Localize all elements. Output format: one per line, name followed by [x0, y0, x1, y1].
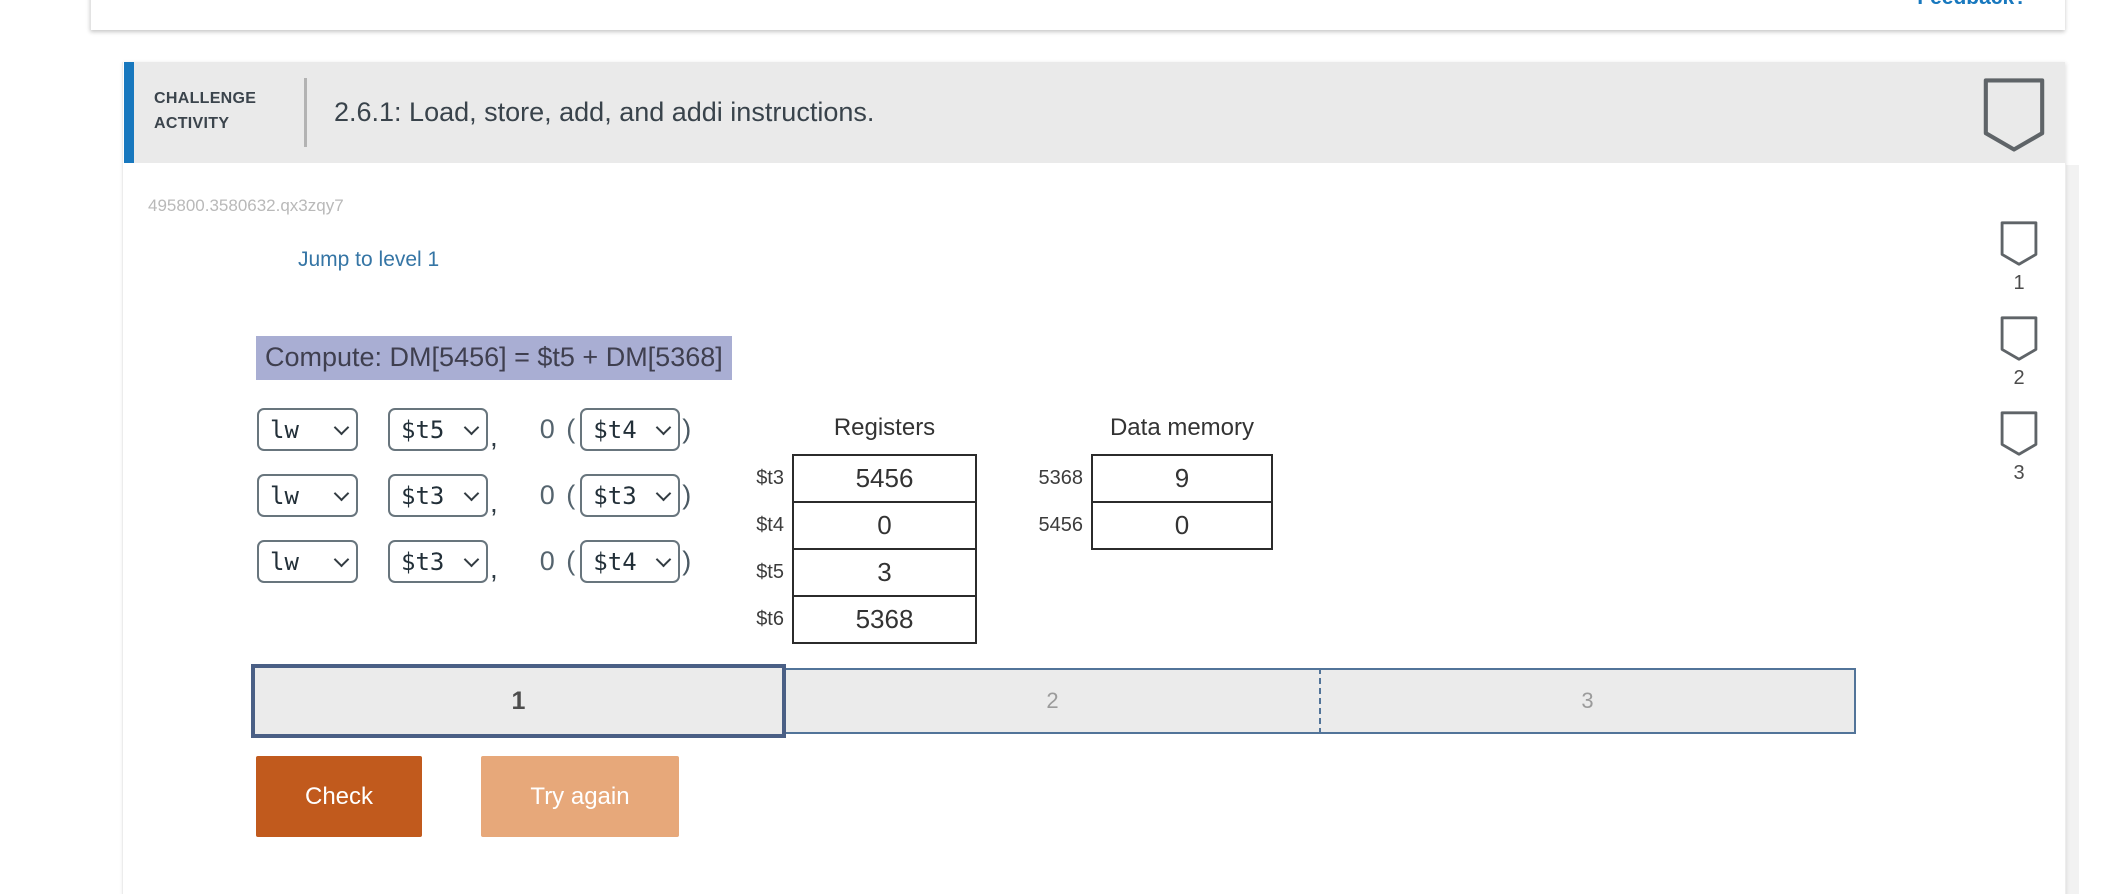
rt-register-select[interactable]: $t3	[388, 474, 488, 517]
table-row: 5456 0	[1013, 501, 1273, 550]
chevron-down-icon	[333, 419, 350, 435]
offset-open-text: 0 (	[539, 414, 578, 444]
shield-banner-icon	[2000, 316, 2038, 361]
chevron-down-icon	[656, 419, 672, 435]
accent-bar	[124, 62, 134, 163]
register-label: $t4	[756, 514, 784, 536]
chevron-down-icon	[463, 551, 480, 567]
level-rail-label-2: 2	[2013, 367, 2025, 389]
chevron-down-icon	[333, 551, 350, 567]
level-progress-bar: 1 2 3	[251, 664, 1856, 738]
progress-level-3: 3	[1319, 668, 1856, 734]
register-value: 0	[792, 501, 977, 550]
data-memory-panel: Data memory 5368 9 5456 0	[1013, 414, 1273, 550]
close-paren-text: )	[682, 414, 692, 444]
top-toolbar: Feedback?	[90, 0, 2065, 30]
progress-level-1: 1	[251, 664, 786, 738]
scroll-gutter	[2066, 165, 2079, 894]
progress-level-2: 2	[786, 668, 1319, 734]
level-rail: 1 2 3	[1989, 220, 2049, 505]
memory-address-label: 5456	[1038, 514, 1084, 536]
chevron-down-icon	[463, 419, 480, 435]
check-button[interactable]: Check	[256, 756, 422, 837]
opcode-select[interactable]: lw	[257, 474, 358, 517]
jump-to-level-link[interactable]: Jump to level 1	[298, 248, 440, 271]
rt-register-value: $t3	[401, 481, 445, 510]
chevron-down-icon	[656, 551, 672, 567]
comma-text: ,	[490, 420, 498, 452]
rs-register-value: $t4	[593, 415, 637, 444]
rt-register-value: $t3	[401, 547, 445, 576]
table-row: $t5 3	[726, 548, 977, 597]
opcode-select[interactable]: lw	[257, 540, 358, 583]
offset-open-text: 0 (	[539, 546, 578, 576]
comma-text: ,	[490, 486, 498, 518]
comma-text: ,	[490, 552, 498, 584]
close-paren-text: )	[682, 546, 692, 576]
register-value: 3	[792, 548, 977, 597]
opcode-select[interactable]: lw	[257, 408, 358, 451]
instruction-row: lw $t3 , 0 ( $t3 )	[257, 474, 692, 518]
kicker-line1: CHALLENGE	[154, 90, 257, 107]
activity-kicker: CHALLENGE ACTIVITY	[154, 86, 256, 136]
data-memory-title: Data memory	[1109, 414, 1255, 441]
progress-level-3-label: 3	[1581, 688, 1594, 713]
registers-panel: Registers $t3 5456 $t4 0 $t5 3 $t6 5368	[726, 414, 977, 644]
shield-banner-icon	[2000, 221, 2038, 266]
progress-level-2-label: 2	[1046, 688, 1059, 713]
challenge-activity-panel: CHALLENGE ACTIVITY 2.6.1: Load, store, a…	[122, 62, 2065, 894]
register-value: 5456	[792, 454, 977, 503]
memory-value: 9	[1091, 454, 1273, 503]
rs-register-select[interactable]: $t4	[580, 540, 681, 583]
prompt-highlight: Compute: DM[5456] = $t5 + DM[5368]	[256, 336, 732, 380]
register-label: $t5	[756, 561, 784, 583]
opcode-value: lw	[270, 481, 299, 510]
rs-register-value: $t4	[593, 547, 637, 576]
kicker-line2: ACTIVITY	[154, 115, 230, 132]
instruction-editor: lw $t5 , 0 ( $t4 ) lw	[257, 408, 691, 606]
header-divider	[304, 78, 307, 147]
chevron-down-icon	[656, 485, 672, 501]
shield-banner-icon	[1983, 78, 2045, 152]
table-row: $t3 5456	[726, 454, 977, 503]
close-paren-text: )	[682, 480, 692, 510]
level-rail-label-1: 1	[2013, 272, 2025, 294]
activity-id: 495800.3580632.qx3zqy7	[148, 196, 344, 215]
register-value: 5368	[792, 595, 977, 644]
shield-banner-icon	[2000, 411, 2038, 456]
register-label: $t6	[756, 608, 784, 630]
registers-title: Registers	[833, 414, 936, 441]
level-rail-label-3: 3	[2013, 462, 2025, 484]
instruction-row: lw $t3 , 0 ( $t4 )	[257, 540, 692, 584]
chevron-down-icon	[463, 485, 480, 501]
activity-title: 2.6.1: Load, store, add, and addi instru…	[334, 97, 875, 127]
opcode-value: lw	[270, 547, 299, 576]
try-again-button[interactable]: Try again	[481, 756, 679, 837]
memory-address-label: 5368	[1038, 467, 1084, 489]
opcode-value: lw	[270, 415, 299, 444]
rs-register-value: $t3	[593, 481, 637, 510]
table-row: 5368 9	[1013, 454, 1273, 503]
instruction-row: lw $t5 , 0 ( $t4 )	[257, 408, 692, 452]
offset-open-text: 0 (	[539, 480, 578, 510]
rt-register-select[interactable]: $t3	[388, 540, 488, 583]
activity-header: CHALLENGE ACTIVITY 2.6.1: Load, store, a…	[124, 62, 2065, 163]
progress-level-1-label: 1	[511, 686, 526, 715]
table-row: $t6 5368	[726, 595, 977, 644]
chevron-down-icon	[333, 485, 350, 501]
table-row: $t4 0	[726, 501, 977, 550]
rt-register-value: $t5	[401, 415, 445, 444]
register-label: $t3	[756, 467, 784, 489]
feedback-link[interactable]: Feedback?	[1917, 0, 2027, 10]
memory-value: 0	[1091, 501, 1273, 550]
rs-register-select[interactable]: $t4	[580, 408, 681, 451]
rs-register-select[interactable]: $t3	[580, 474, 681, 517]
rt-register-select[interactable]: $t5	[388, 408, 488, 451]
